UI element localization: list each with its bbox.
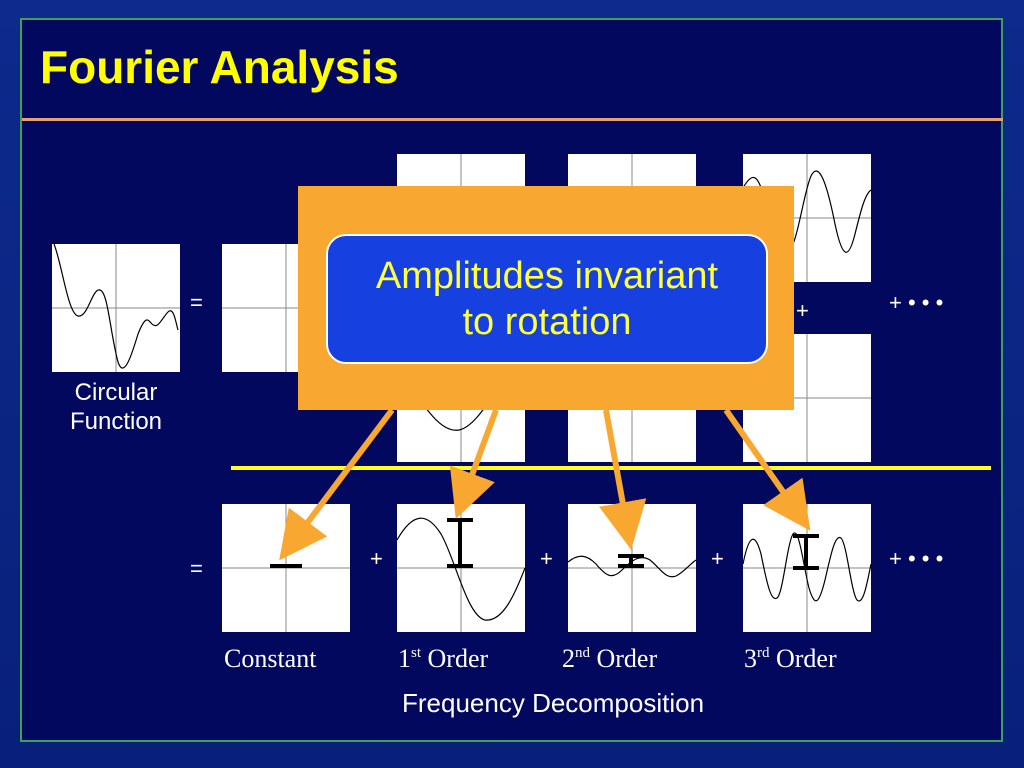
plus-sign-bottom-1: + xyxy=(370,546,383,571)
first-order-label-suffix: st xyxy=(411,645,422,661)
callout-text-box: Amplitudes invariant to rotation xyxy=(326,234,768,364)
yellow-divider xyxy=(231,466,991,470)
third-order-label-number: 3 xyxy=(744,644,757,673)
circular-function-label: Circular Function xyxy=(44,378,188,436)
plus-ellipsis-bottom: + • • • xyxy=(889,546,944,571)
second-order-label-number: 2 xyxy=(562,644,575,673)
constant-label-text: Constant xyxy=(224,644,317,673)
circular-function-label-line2: Function xyxy=(69,408,163,435)
second-order-label-text: Order xyxy=(590,644,658,673)
first-order-label: 1st Order xyxy=(398,644,488,674)
constant-label: Constant xyxy=(224,644,316,674)
third-order-label-suffix: rd xyxy=(757,645,770,661)
circular-function-label-line1: Circular xyxy=(74,379,158,406)
first-order-amplitude-plot xyxy=(397,504,525,632)
third-order-label-text: Order xyxy=(769,644,837,673)
first-order-label-text: Order xyxy=(421,644,489,673)
callout-text-line2: to rotation xyxy=(462,301,632,343)
second-order-label: 2nd Order xyxy=(562,644,657,674)
slide-title: Fourier Analysis xyxy=(40,41,399,93)
circular-function-plot xyxy=(52,244,180,372)
third-order-label: 3rd Order xyxy=(744,644,837,674)
constant-amplitude-plot xyxy=(222,504,350,632)
title-rule xyxy=(22,118,1003,121)
second-order-amplitude-plot xyxy=(568,504,696,632)
callout-text-line1: Amplitudes invariant xyxy=(375,255,719,297)
equals-sign-top: = xyxy=(190,290,203,315)
plus-sign-top-3: + xyxy=(796,298,809,323)
plus-sign-bottom-2: + xyxy=(540,546,553,571)
first-order-label-number: 1 xyxy=(398,644,411,673)
equals-sign-bottom: = xyxy=(190,556,203,581)
plus-ellipsis-top: + • • • xyxy=(889,290,944,315)
frequency-decomposition-label: Frequency Decomposition xyxy=(402,688,705,718)
plus-sign-bottom-3: + xyxy=(711,546,724,571)
third-order-amplitude-plot xyxy=(743,504,871,632)
second-order-label-suffix: nd xyxy=(575,645,590,661)
